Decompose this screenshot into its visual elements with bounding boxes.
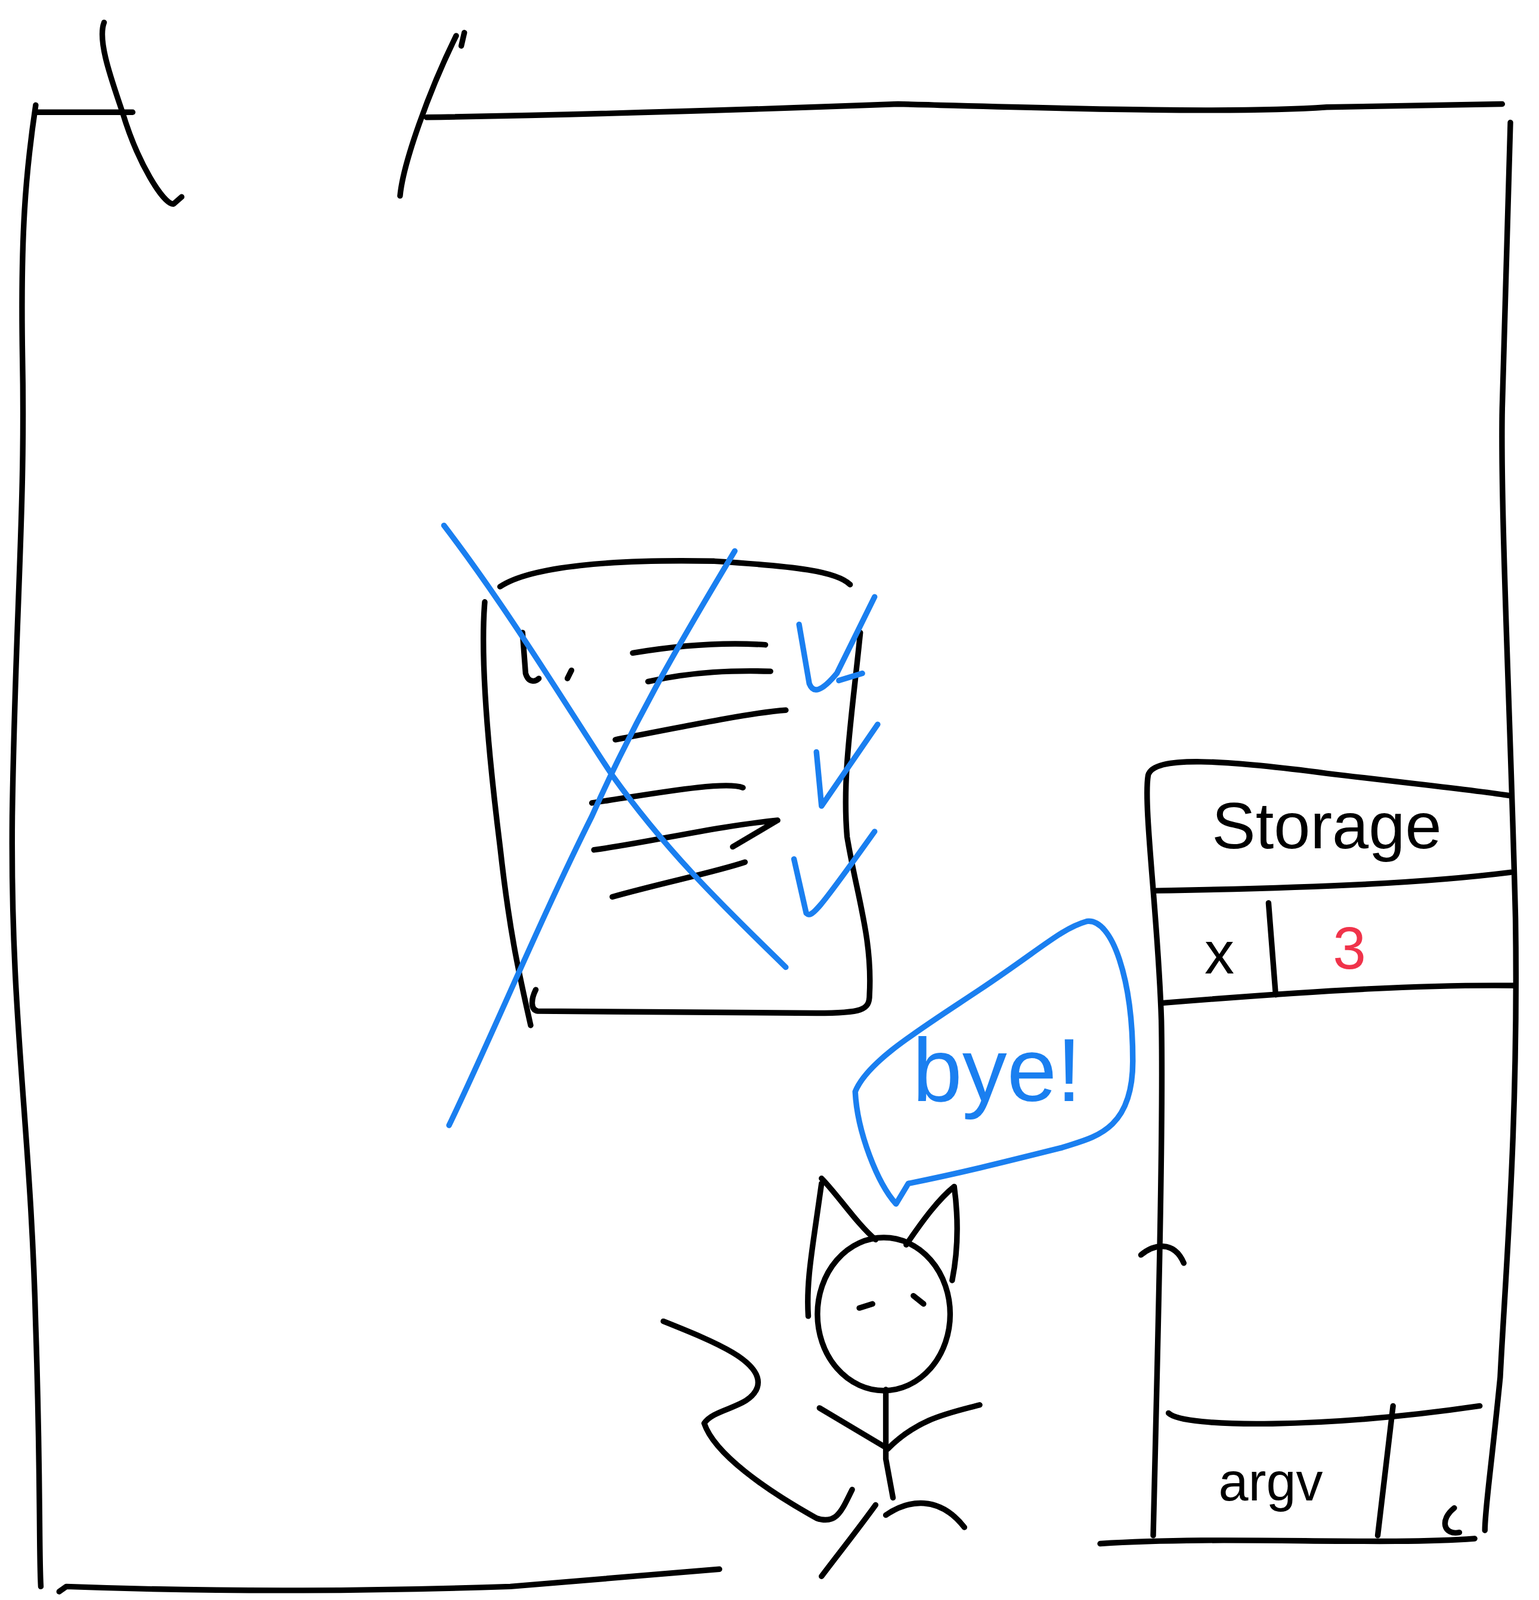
table-cell: 3 (1332, 915, 1367, 981)
storage-heading-box: Storage (1159, 771, 1494, 879)
storage-outline (1140, 762, 1516, 1537)
cross-and-checks (444, 525, 878, 1126)
node-text: bye! (912, 1021, 1082, 1120)
checklist-paper (483, 561, 870, 1026)
node-text: Storage (1211, 789, 1442, 862)
cat-figure (663, 1178, 980, 1577)
speech-bubble-outline (855, 921, 1133, 1204)
table-cell: x (1204, 920, 1235, 986)
speech-bubble: bye! (871, 998, 1123, 1142)
table-cell: argv (1218, 1453, 1323, 1513)
room-walls (11, 22, 1516, 1593)
